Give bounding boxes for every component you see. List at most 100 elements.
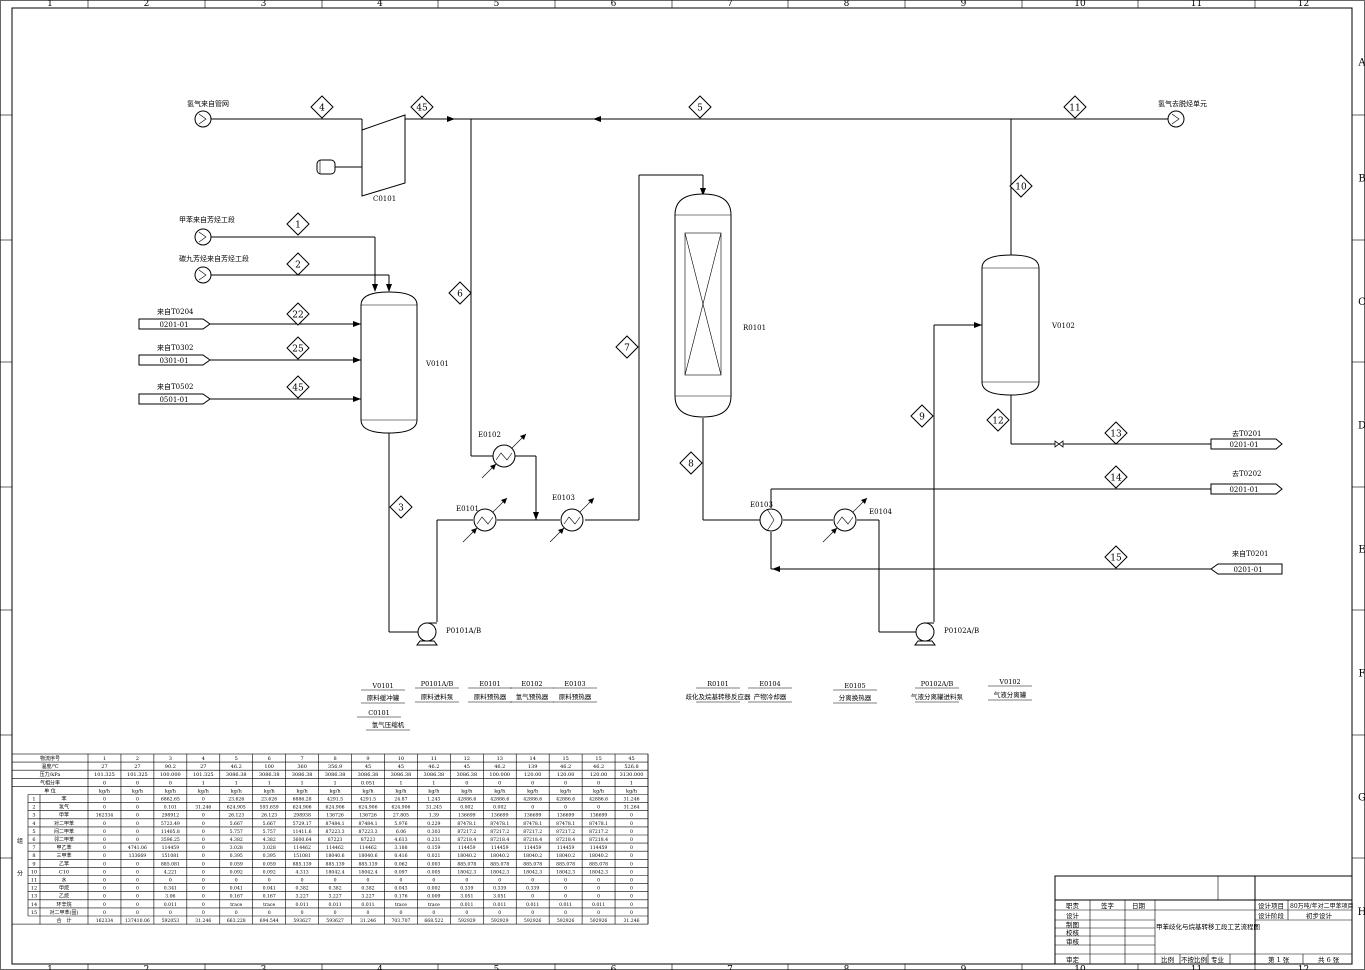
table-cell: 0 <box>630 878 633 884</box>
table-cell: kg/h <box>165 788 177 794</box>
table-cell: 624.906 <box>359 805 378 811</box>
table-row-number: 4 <box>32 821 35 827</box>
table-cell: 18040.2 <box>523 853 542 859</box>
table-cell: 3 <box>169 756 172 762</box>
table-cell: 0 <box>103 837 106 843</box>
table-cell: 885.078 <box>589 861 608 867</box>
table-cell: 11 <box>431 756 437 762</box>
table-cell: kg/h <box>395 788 407 794</box>
table-row-name: 对二甲苯(固) <box>50 909 79 916</box>
connector-label: 0501-01 <box>159 396 188 404</box>
tb-role-5: 审定 <box>1066 955 1080 964</box>
table-cell: 8 <box>333 756 336 762</box>
table-cell: 0 <box>202 829 205 835</box>
frame-row-letter: C <box>1358 297 1365 308</box>
label-to-t0201: 去T0201 <box>1232 429 1261 438</box>
frame-col-number: 5 <box>494 965 500 970</box>
table-cell: 592053 <box>162 918 180 924</box>
source-h2-in <box>194 110 212 128</box>
frame-col-number: 6 <box>611 0 617 9</box>
stream-tag: 1 <box>286 212 310 236</box>
stream-tag-number: 25 <box>292 345 304 355</box>
table-cell: trace <box>428 902 440 908</box>
reactor-r0101 <box>674 193 732 418</box>
frame-row-letter: G <box>1358 793 1365 804</box>
frame-col-number: 9 <box>961 0 967 9</box>
table-cell: 3130.000 <box>620 772 644 778</box>
table-cell: 4.382 <box>263 837 276 843</box>
legend-tag: E0104 <box>759 680 780 688</box>
table-cell: 0.011 <box>526 902 539 908</box>
table-cell: 0 <box>202 910 205 916</box>
table-cell: 0 <box>564 805 567 811</box>
table-cell: 0 <box>103 845 106 851</box>
table-cell: 101.325 <box>94 772 115 778</box>
stream-tag: 11 <box>1063 95 1087 119</box>
tag-e0103-b: E0103 <box>750 501 773 509</box>
table-cell: 42886.6 <box>457 797 476 803</box>
stream-tag: 45 <box>410 95 434 119</box>
stream-tag: 9 <box>910 404 934 428</box>
table-row-number: 5 <box>32 829 35 835</box>
table-cell: 6.06 <box>396 829 406 835</box>
table-cell: trace <box>263 902 275 908</box>
legend-desc: 产物冷却器 <box>754 692 787 701</box>
table-cell: trace <box>395 902 407 908</box>
legend-tag: E0103 <box>564 680 585 688</box>
table-cell: 114459 <box>458 845 476 851</box>
table-cell: 87478.1 <box>523 821 542 827</box>
stream-tag: 10 <box>1009 174 1033 198</box>
table-cell: 0.395 <box>263 853 276 859</box>
table-cell: 31.246 <box>360 918 376 924</box>
table-cell: 0 <box>136 837 139 843</box>
hx-e0101 <box>462 497 508 543</box>
table-cell: 0 <box>367 910 370 916</box>
table-cell: 151081 <box>162 853 180 859</box>
tb-major: 专业 <box>1211 955 1225 964</box>
label-from-t0502: 来自T0502 <box>157 382 193 391</box>
table-cell: 5 <box>235 756 238 762</box>
frame-col-number: 2 <box>144 965 150 970</box>
table-cell: 3.028 <box>230 845 243 851</box>
table-cell: 0 <box>597 780 600 786</box>
table-cell: 624.906 <box>391 805 410 811</box>
tag-c0101: C0101 <box>373 195 396 203</box>
table-cell: 27.805 <box>393 813 409 819</box>
table-cell: 0 <box>136 861 139 867</box>
table-cell: 136726 <box>359 813 377 819</box>
legend-desc: 氢气预热器 <box>516 692 549 701</box>
table-cell: 87217.2 <box>556 829 575 835</box>
frame-col-number: 10 <box>1074 965 1086 970</box>
table-cell: 0 <box>202 797 205 803</box>
table-cell: 0 <box>630 821 633 827</box>
table-cell: 3086.38 <box>358 772 379 778</box>
table-cell: 120.00 <box>524 772 542 778</box>
table-cell: 0 <box>202 878 205 884</box>
table-cell: kg/h <box>231 788 243 794</box>
table-cell: 0 <box>399 878 402 884</box>
table-cell: 3.188 <box>394 845 407 851</box>
stream-tag: 4 <box>310 95 334 119</box>
table-cell: 151081 <box>293 853 311 859</box>
label-from-t0302: 来自T0302 <box>157 343 193 352</box>
table-cell: 46.2 <box>560 764 571 770</box>
legend-item: E0104 产物冷却器 <box>748 680 792 703</box>
frame-col-number: 7 <box>727 0 733 9</box>
table-cell: 3086.38 <box>424 772 445 778</box>
table-cell: 885.081 <box>161 861 180 867</box>
frame-col-number: 3 <box>261 0 267 9</box>
table-header-label: 气相分率 <box>40 779 60 786</box>
table-cell: 0 <box>103 869 106 875</box>
frame-col-number: 12 <box>1298 0 1309 9</box>
table-cell: 0 <box>301 910 304 916</box>
table-cell: 87218.4 <box>589 837 608 843</box>
table-cell: 0.002 <box>460 805 473 811</box>
table-cell: 0.097 <box>394 869 407 875</box>
table-cell: 0 <box>202 902 205 908</box>
table-cell: 0.011 <box>296 902 309 908</box>
table-cell: 1.243 <box>427 797 440 803</box>
table-cell: 100 <box>264 764 274 770</box>
